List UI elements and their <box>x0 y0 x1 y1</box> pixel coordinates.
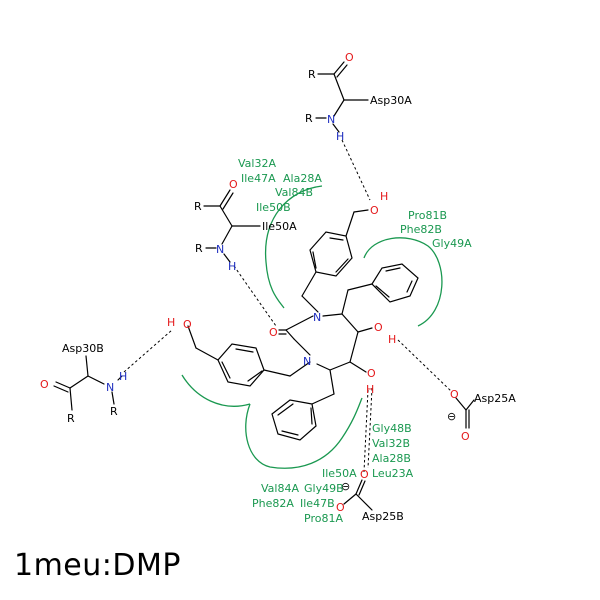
asp25b-O2: O <box>336 501 345 514</box>
asp25b-label: Asp25B <box>362 510 404 523</box>
atom-ring-OH1-O: O <box>374 321 383 334</box>
lower-benzyl <box>271 369 335 441</box>
asp30b-O: O <box>40 378 49 391</box>
atom-ring-OH2-H: H <box>366 383 374 396</box>
ile50a-O: O <box>229 178 238 191</box>
atom-N1: N <box>313 311 321 324</box>
asp30a-fragment <box>315 61 369 133</box>
asp30a-R2: R <box>305 112 313 125</box>
ile50a-R: R <box>194 200 202 213</box>
hydrophobic-residue: Gly49A <box>432 237 472 250</box>
hydrophobic-residue: Ala28A <box>283 172 322 185</box>
atom-left-OH-H: H <box>167 316 175 329</box>
atom-carbonyl-O: O <box>269 326 278 339</box>
hydrophobic-group-3: Gly48B Val32B Ala28B Leu23A Ile50A <box>322 422 414 480</box>
ile50a-H: H <box>228 260 236 273</box>
asp30a-H: H <box>336 130 344 143</box>
hydrogen-bonds <box>123 139 453 473</box>
atom-upper-OH-O: O <box>370 204 379 217</box>
atom-upper-OH-H: H <box>380 190 388 203</box>
atom-N3: N <box>303 355 311 368</box>
core-ring <box>278 313 359 371</box>
hydrophobic-residue: Val32B <box>372 437 410 450</box>
hydrophobic-residue: Ile50A <box>322 467 357 480</box>
upper-hydroxybenzyl <box>301 209 369 313</box>
hydrophobic-residue: Val32A <box>238 157 276 170</box>
asp25a-O1: O <box>450 388 459 401</box>
ile50a-R2: R <box>195 242 203 255</box>
hydrophobic-group-1: Val32A Ile47A Ala28A Val84B Ile50B <box>238 157 322 214</box>
hydrophobic-residue: Ile50B <box>256 201 291 214</box>
hydrophobic-residue: Val84A <box>261 482 299 495</box>
atom-left-OH-O: O <box>183 318 192 331</box>
ring-hydroxyls <box>349 327 373 373</box>
asp30b-R: R <box>67 412 75 425</box>
hydrophobic-residue: Phe82B <box>400 223 442 236</box>
hydrophobic-residue: Gly48B <box>372 422 412 435</box>
diagram-title: 1meu:DMP <box>14 548 181 583</box>
atom-ring-OH2-O: O <box>367 367 376 380</box>
asp25a-minus: ⊖ <box>447 410 456 423</box>
asp30a-N: N <box>327 113 335 126</box>
ile50a-N: N <box>216 243 224 256</box>
hydrophobic-residue: Ile47B <box>300 497 335 510</box>
hydrophobic-residue: Pro81A <box>304 512 343 525</box>
asp30b-R2: R <box>110 405 118 418</box>
hydrophobic-arc-2 <box>363 237 443 327</box>
asp30b-fragment <box>53 355 123 411</box>
hydrophobic-residue: Pro81B <box>408 209 447 222</box>
hydrophobic-arc-4 <box>245 397 363 469</box>
asp30b-N: N <box>106 381 114 394</box>
asp30b-label: Asp30B <box>62 342 104 355</box>
asp25a-fragment <box>455 397 475 429</box>
asp25a-O2: O <box>461 430 470 443</box>
hydrophobic-residue: Val84B <box>275 186 313 199</box>
hydrophobic-residue: Ala28B <box>372 452 411 465</box>
hydrophobic-arc-1 <box>264 185 323 309</box>
asp25b-fragment <box>343 479 373 511</box>
hydrophobic-arc-3 <box>181 374 251 407</box>
asp30b-H: H <box>119 370 127 383</box>
hydrophobic-residue: Leu23A <box>372 467 414 480</box>
asp30a-label: Asp30A <box>370 94 412 107</box>
hydrophobic-residue: Ile47A <box>241 172 276 185</box>
hydrophobic-residue: Phe82A <box>252 497 294 510</box>
upper-right-benzyl <box>341 263 419 315</box>
hydrophobic-group-4: Val84A Gly49B Phe82A Ile47B Pro81A <box>252 482 344 525</box>
atom-ring-OH1-H: H <box>388 333 396 346</box>
hydrophobic-group-2: Pro81B Phe82B Gly49A <box>400 209 472 250</box>
asp25b-minus: ⊖ <box>341 480 350 493</box>
hydrophobic-residue: Gly49B <box>304 482 344 495</box>
ile50a-fragment <box>203 189 261 263</box>
asp25b-O1: O <box>360 468 369 481</box>
ile50a-label: Ile50A <box>262 220 297 233</box>
asp30a-R: R <box>308 68 316 81</box>
asp30a-O: O <box>345 51 354 64</box>
asp25a-label: Asp25A <box>474 392 516 405</box>
left-hydroxybenzyl <box>187 325 311 387</box>
